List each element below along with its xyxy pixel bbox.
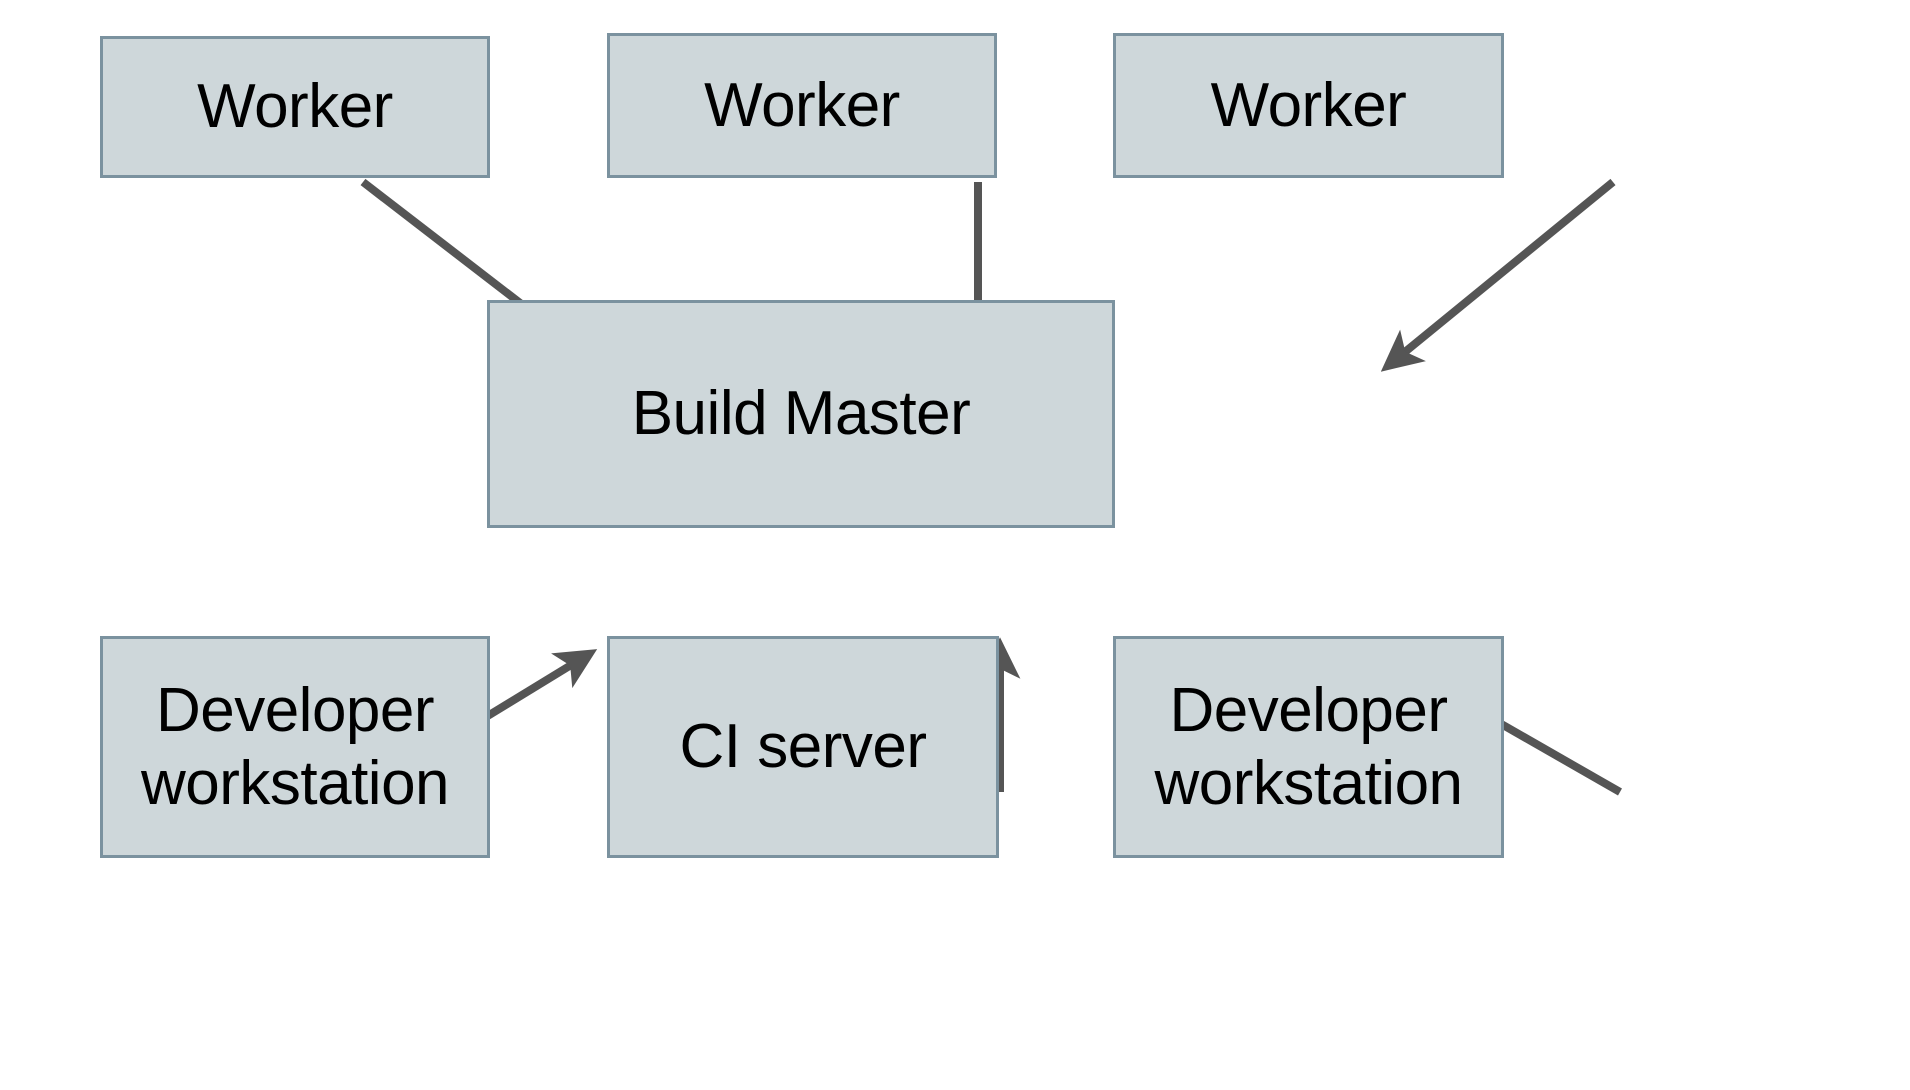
node-label: Build Master (631, 379, 971, 449)
node-label: Developer workstation (140, 675, 450, 818)
node-build-master[interactable]: Build Master (487, 300, 1115, 528)
node-label: Worker (197, 72, 393, 142)
node-label: Developer workstation (1154, 675, 1463, 818)
node-worker-top-mid[interactable]: Worker (607, 33, 997, 178)
node-label: Worker (704, 70, 900, 140)
node-ci-server[interactable]: CI server (607, 636, 999, 858)
node-worker-top-left[interactable]: Worker (100, 36, 490, 178)
node-label: Worker (1210, 70, 1407, 140)
edge-worker-top-right-to-build-master (1380, 178, 1616, 372)
node-worker-top-right[interactable]: Worker (1113, 33, 1504, 178)
node-developer-workstation-right[interactable]: Developer workstation (1113, 636, 1504, 858)
node-developer-workstation-left[interactable]: Developer workstation (100, 636, 490, 858)
node-label: CI server (679, 712, 927, 782)
